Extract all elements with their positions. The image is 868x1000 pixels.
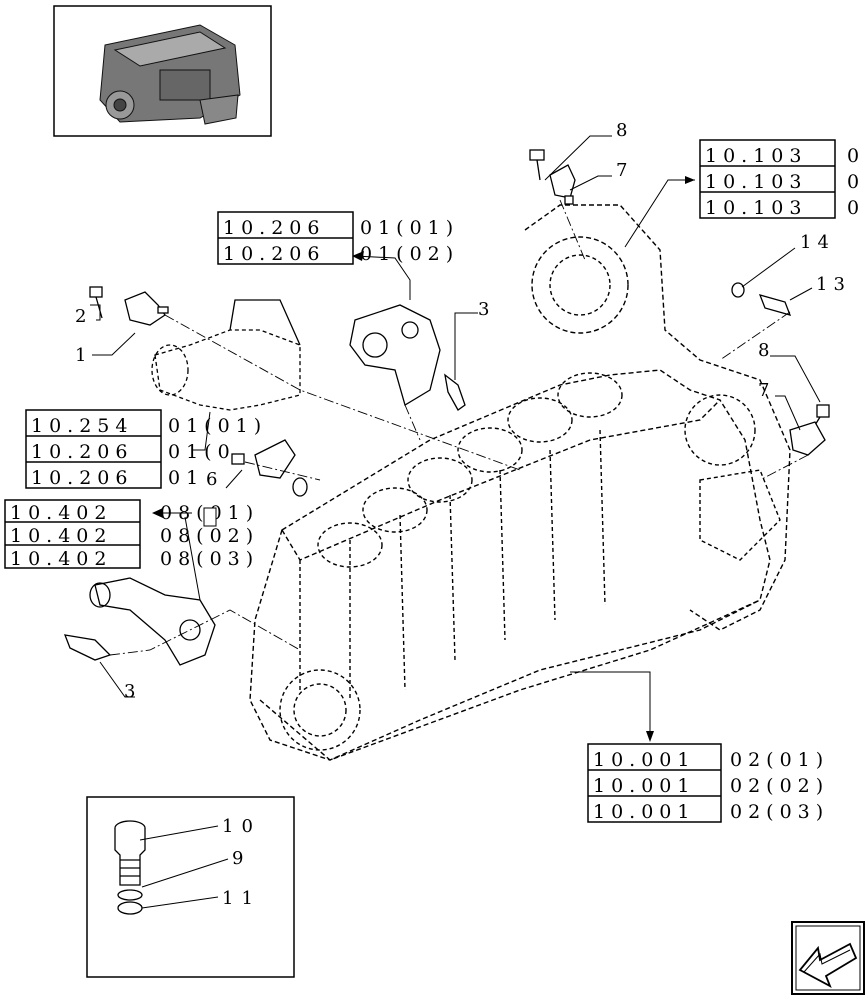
ref-code: 10.103 <box>705 145 807 167</box>
assembly-lines <box>109 199 809 656</box>
reference-marker <box>203 507 217 527</box>
ref-code: 10.206 <box>223 243 325 265</box>
ref-suffix: 0 <box>847 171 865 193</box>
ref-suffix: 02(03) <box>730 801 829 823</box>
plug-part-10 <box>114 820 146 886</box>
part-callouts: 8 7 14 13 3 2 1 6 8 7 3 10 9 11 <box>75 120 851 909</box>
ref-group-top-right: 10.103 0 10.103 0 10.103 0 <box>699 139 865 219</box>
sensor-part-3-bottom <box>63 634 112 661</box>
water-pump-elbow <box>89 577 216 666</box>
ref-suffix: 02(02) <box>730 775 829 797</box>
ref-code: 10.103 <box>705 171 807 193</box>
bolt-part-8-top <box>529 149 545 181</box>
part-number: 13 <box>816 274 851 295</box>
oring-part-9 <box>117 889 143 901</box>
ref-code: 10.103 <box>705 197 807 219</box>
ref-suffix: 01 <box>168 467 204 489</box>
oring-part-14 <box>731 282 745 298</box>
ref-suffix: 02(01) <box>730 749 829 771</box>
part-number: 11 <box>222 888 261 909</box>
ref-code: 10.206 <box>31 467 133 489</box>
sensor-part-3-top <box>444 373 466 411</box>
sensor-part-13 <box>758 294 792 316</box>
part-number: 3 <box>478 299 489 320</box>
engine-thumbnail-icon[interactable] <box>53 5 272 137</box>
ref-code: 10.001 <box>593 749 695 771</box>
sensor-part-6 <box>231 439 308 497</box>
inset-box <box>86 796 295 978</box>
part-number: 8 <box>616 120 627 141</box>
ref-suffix: 08(02) <box>160 525 259 547</box>
ref-suffix: 08(03) <box>160 548 259 570</box>
part-number: 10 <box>222 816 261 837</box>
part-number: 2 <box>75 306 86 327</box>
leader-arrowheads <box>152 176 695 742</box>
ref-code: 10.402 <box>10 548 112 570</box>
ref-suffix: 01(0 <box>168 441 236 463</box>
ref-code: 10.402 <box>10 502 112 524</box>
ref-group-left-mid: 10.254 01(01) 10.206 01(0 10.206 01 <box>25 409 267 489</box>
sensor-part-7-right <box>789 421 826 456</box>
ref-suffix: 01(02) <box>360 243 459 265</box>
sensor-part-1 <box>124 291 169 326</box>
part-number: 8 <box>758 340 769 361</box>
ref-code: 10.254 <box>31 415 133 437</box>
part-number: 6 <box>206 469 217 490</box>
ref-code: 10.402 <box>10 525 112 547</box>
part-number: 1 <box>75 345 86 366</box>
ref-group-mid-top: 10.206 01(01) 10.206 01(02) <box>217 211 459 265</box>
part-number: 9 <box>232 848 243 869</box>
part-number: 7 <box>758 380 769 401</box>
leader-lines <box>90 135 821 909</box>
thermostat-housing <box>151 299 301 411</box>
part-number: 7 <box>616 160 627 181</box>
ref-group-bottom-right: 10.001 02(01) 10.001 02(02) 10.001 02(03… <box>587 743 829 823</box>
bolt-part-2 <box>89 286 103 319</box>
ref-suffix: 01(01) <box>168 415 267 437</box>
ref-code: 10.206 <box>31 441 133 463</box>
engine-block <box>249 204 791 761</box>
part-number: 3 <box>124 681 135 702</box>
ref-code: 10.206 <box>223 217 325 239</box>
oil-module <box>349 304 441 406</box>
ref-suffix: 01(01) <box>360 217 459 239</box>
ref-code: 10.001 <box>593 801 695 823</box>
next-page-arrow-icon[interactable] <box>791 921 865 995</box>
part-number: 14 <box>800 232 835 253</box>
ref-code: 10.001 <box>593 775 695 797</box>
ref-group-left-low: 10.402 08(01) 10.402 08(02) 10.402 08(03… <box>4 499 259 570</box>
ref-suffix: 0 <box>847 197 865 219</box>
ref-suffix: 0 <box>847 145 865 167</box>
